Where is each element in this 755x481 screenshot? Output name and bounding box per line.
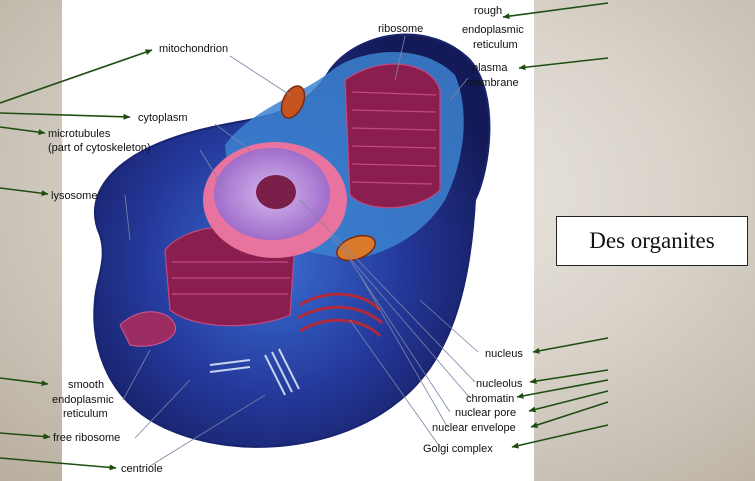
rough-er-illustration: [345, 64, 440, 208]
label-lysosome: lysosome: [51, 190, 97, 202]
label-free-ribosome: free ribosome: [53, 432, 120, 444]
caption-text: Des organites: [589, 228, 714, 254]
label-nucleus: nucleus: [485, 348, 523, 360]
label-mitochondrion: mitochondrion: [159, 43, 228, 55]
label-nuclear-pore: nuclear pore: [455, 407, 516, 419]
label-smooth-er-1: smooth: [68, 379, 104, 391]
label-smooth-er-3: reticulum: [63, 408, 108, 420]
label-nuclear-envelope: nuclear envelope: [432, 422, 516, 434]
label-rough-er-1: rough: [474, 5, 502, 17]
nucleolus-shape: [256, 175, 296, 209]
caption-box: Des organites: [556, 216, 748, 266]
label-nucleolus: nucleolus: [476, 378, 523, 390]
label-rough-er-3: reticulum: [473, 39, 518, 51]
label-cytoplasm: cytoplasm: [138, 112, 188, 124]
label-golgi-complex: Golgi complex: [423, 443, 493, 455]
label-chromatin: chromatin: [466, 393, 514, 405]
label-microtubules-1: microtubules: [48, 128, 111, 140]
label-ribosome: ribosome: [378, 23, 423, 35]
label-microtubules-2: (part of cytoskeleton): [48, 142, 151, 154]
label-smooth-er-2: endoplasmic: [52, 394, 114, 406]
label-rough-er-2: endoplasmic: [462, 24, 524, 36]
label-centriole: centriole: [121, 463, 163, 475]
label-plasma-membrane-1: plasma: [472, 62, 508, 74]
label-plasma-membrane-2: membrane: [466, 77, 519, 89]
